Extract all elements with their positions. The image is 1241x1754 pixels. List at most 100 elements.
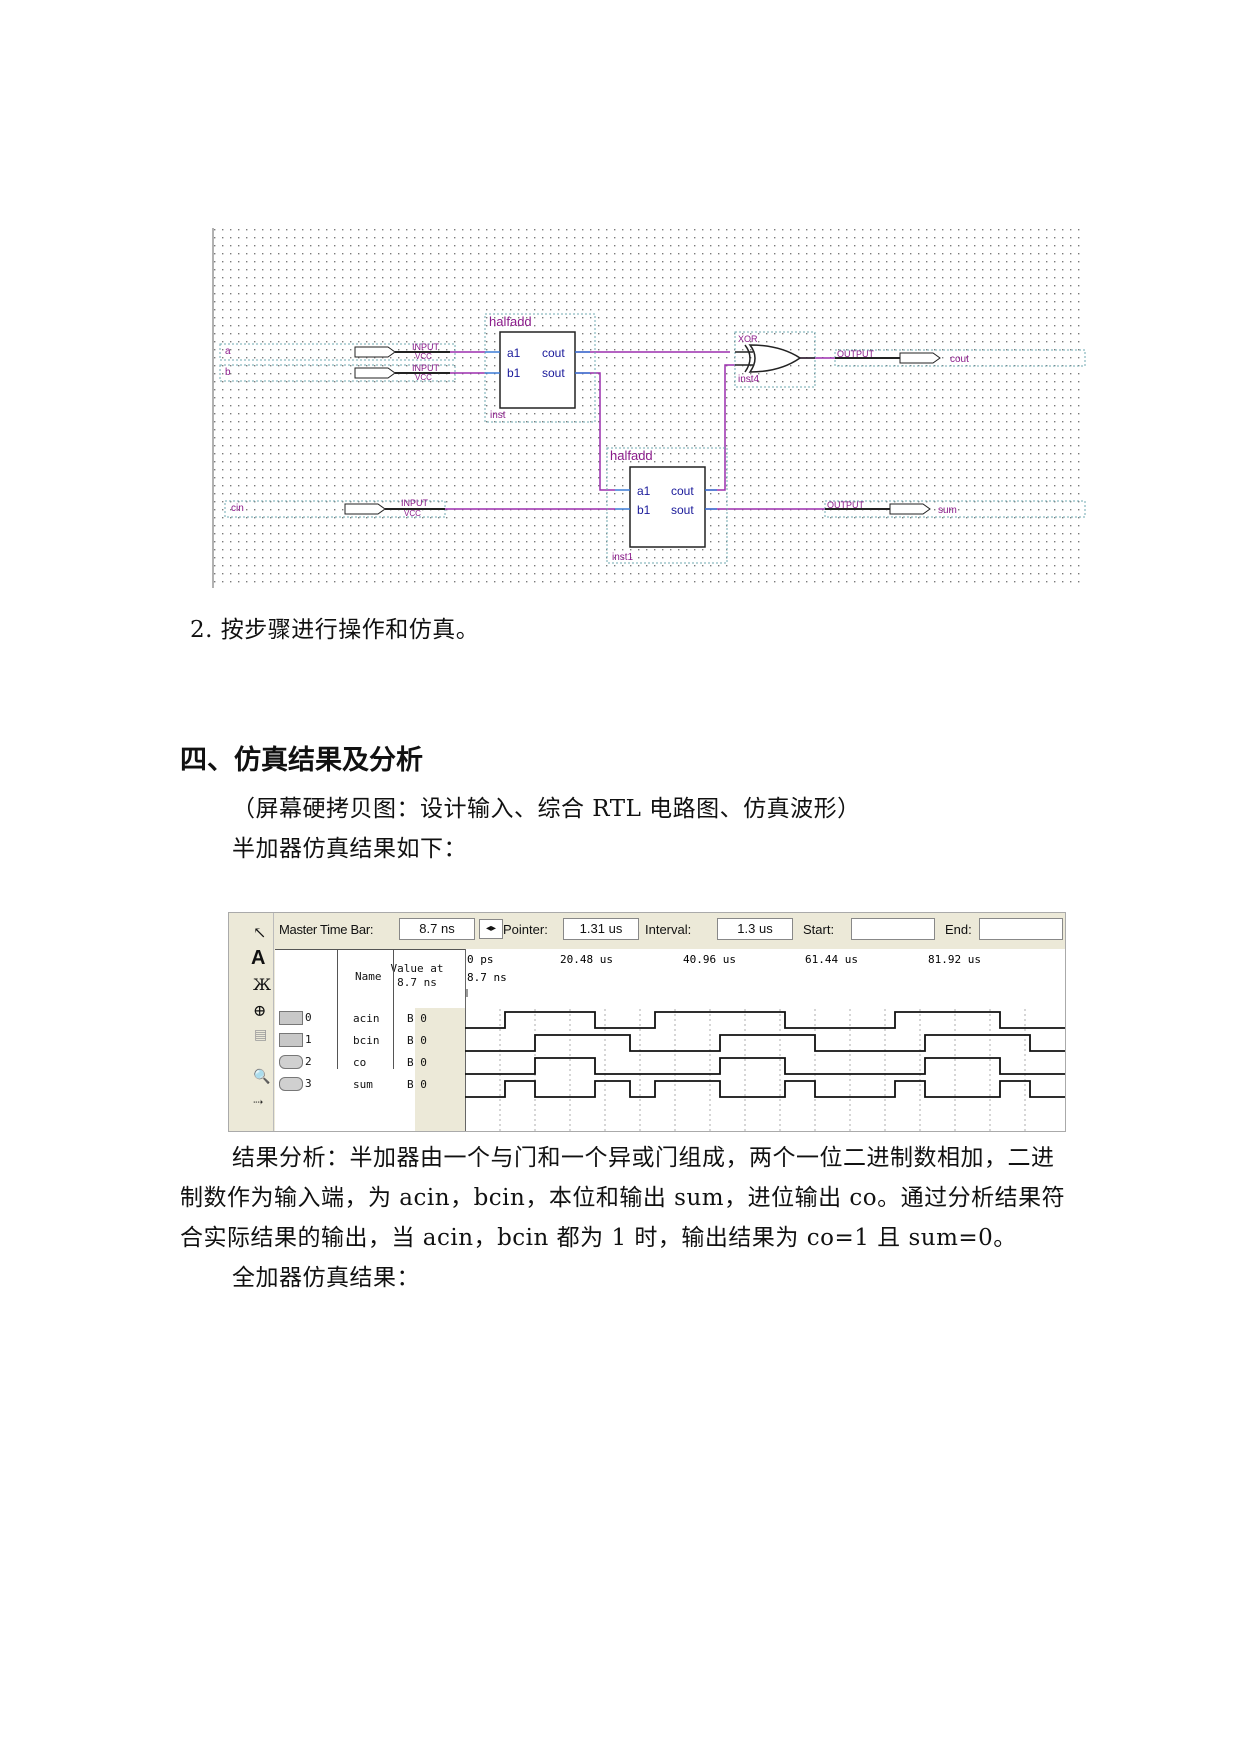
- pointer-tool-icon[interactable]: ↖: [253, 923, 267, 942]
- signal-value: B 0: [407, 1056, 427, 1069]
- master-time-bar-label: Master Time Bar:: [279, 922, 374, 937]
- start-label: Start:: [803, 922, 835, 937]
- input-b-vcc: VCC: [415, 373, 432, 382]
- waveform-edit-icon[interactable]: Ж: [253, 975, 271, 994]
- end-field[interactable]: [979, 918, 1063, 940]
- start-field[interactable]: [851, 918, 935, 940]
- time-ruler: 0 ps 20.48 us 40.96 us 61.44 us 81.92 us…: [466, 953, 981, 997]
- column-divider: [337, 949, 338, 1069]
- signal-name: acin: [353, 1012, 380, 1025]
- inst-port-sout: sout: [542, 366, 565, 380]
- inst-port-b1: b1: [507, 366, 521, 380]
- wave-toolbar: Master Time Bar: 8.7 ns ◂▸ Pointer: 1.31…: [273, 913, 1065, 943]
- input-pin-icon: [279, 1011, 303, 1025]
- signal-index: 1: [305, 1033, 312, 1046]
- input-a-vcc: VCC: [415, 352, 432, 361]
- end-label: End:: [945, 922, 972, 937]
- value-at-label: Value at: [390, 962, 444, 975]
- xor-inst-label: inst4: [738, 374, 760, 385]
- interval-label: Interval:: [645, 922, 692, 937]
- bcin-waveform: [465, 1034, 1065, 1052]
- text-tool-icon[interactable]: A: [251, 947, 266, 969]
- signal-value: B 0: [407, 1034, 427, 1047]
- co-waveform: [465, 1057, 1065, 1075]
- inst1-port-cout: cout: [671, 484, 694, 498]
- inst1-port-b1: b1: [637, 503, 651, 517]
- output-sum: OUTPUT sum: [824, 500, 1086, 518]
- input-cin: cin INPUT VCC: [224, 498, 446, 518]
- xor-label: XOR: [738, 334, 758, 344]
- signal-name: sum: [353, 1078, 373, 1091]
- find-next-icon[interactable]: ⇢: [253, 1095, 264, 1109]
- tool-column: ↖ A Ж ⊕ ▤ 🔍 ⇢: [229, 913, 274, 1131]
- find-icon[interactable]: 🔍: [253, 1069, 271, 1085]
- halfadd-inst1-title: halfadd: [610, 448, 653, 463]
- pointer-label: Pointer:: [503, 922, 548, 937]
- input-a-label: a: [225, 346, 231, 357]
- inst-label: inst: [490, 410, 506, 421]
- output-cout: OUTPUT cout: [834, 349, 1086, 367]
- master-time-bar-field[interactable]: 8.7 ns: [399, 918, 475, 940]
- time-tick: 20.48 us: [560, 953, 613, 966]
- halfadd-block-inst: halfadd a1 b1 cout sout inst: [484, 313, 596, 423]
- signal-index: 0: [305, 1011, 312, 1024]
- halfadd-inst-title: halfadd: [489, 314, 532, 329]
- signal-row[interactable]: 2 co B 0: [275, 1051, 427, 1073]
- input-a: a INPUT VCC: [219, 342, 456, 361]
- halfadd-block-inst1: halfadd a1 b1 cout sout inst1: [606, 447, 728, 564]
- time-tick: 40.96 us: [683, 953, 736, 966]
- signal-row[interactable]: 1 bcin B 0: [275, 1029, 427, 1051]
- section-title: 四、仿真结果及分析: [180, 745, 423, 776]
- time-tick: 81.92 us: [928, 953, 981, 966]
- inst-port-cout: cout: [542, 346, 565, 360]
- input-b: b INPUT VCC: [219, 363, 456, 382]
- input-cin-vcc: VCC: [404, 509, 421, 518]
- analysis-line-2: 制数作为输入端，为 acin，bcin，本位和输出 sum，进位输出 co。通过…: [180, 1185, 1066, 1211]
- analysis-line-1: 结果分析：半加器由一个与门和一个异或门组成，两个一位二进制数相加，二进: [232, 1145, 1055, 1171]
- schematic-diagram: a INPUT VCC b INPUT VCC cin INPUT VCC ha…: [212, 228, 1086, 588]
- output-pin-icon: [279, 1077, 303, 1091]
- inst1-port-a1: a1: [637, 484, 651, 498]
- input-b-label: b: [225, 367, 231, 378]
- half-adder-intro: 半加器仿真结果如下：: [232, 836, 467, 862]
- note-text: （屏幕硬拷贝图：设计输入、综合 RTL 电路图、仿真波形）: [232, 796, 861, 822]
- cursor-label: 8.7 ns: [467, 971, 507, 984]
- input-pin-icon: [279, 1033, 303, 1047]
- input-cin-type: INPUT: [401, 498, 429, 508]
- signal-name: co: [353, 1056, 367, 1069]
- signal-index: 3: [305, 1077, 312, 1090]
- xor-gate: XOR inst4: [734, 331, 816, 388]
- inst-port-a1: a1: [507, 346, 521, 360]
- zoom-tool-icon[interactable]: ⊕: [253, 1001, 267, 1020]
- waveform-plot: 0 ps 20.48 us 40.96 us 61.44 us 81.92 us…: [465, 949, 1065, 1131]
- value-column-header: Value at 8.7 ns: [387, 962, 447, 990]
- signal-row[interactable]: 0 acin B 0: [275, 1007, 427, 1029]
- time-tick: 61.44 us: [805, 953, 858, 966]
- signal-value: B 0: [407, 1012, 427, 1025]
- inst1-port-sout: sout: [671, 503, 694, 517]
- value-at-time: 8.7 ns: [397, 976, 437, 989]
- copy-icon[interactable]: ▤: [254, 1027, 268, 1043]
- input-a-type: INPUT: [412, 342, 440, 352]
- analysis-line-3: 合实际结果的输出，当 acin，bcin 都为 1 时，输出结果为 co=1 且…: [180, 1225, 1017, 1251]
- signal-index: 2: [305, 1055, 312, 1068]
- signal-name: bcin: [353, 1034, 380, 1047]
- full-adder-intro: 全加器仿真结果：: [232, 1265, 420, 1291]
- column-divider: [393, 949, 394, 1069]
- waveform-window: ↖ A Ж ⊕ ▤ 🔍 ⇢ Master Time Bar: 8.7 ns ◂▸…: [228, 912, 1066, 1132]
- signal-rows: 0 acin B 0 1 bcin B 0 2 co B 0 3 sum B 0: [275, 1007, 427, 1131]
- time-tick: 0 ps: [467, 953, 494, 966]
- name-column-header: Name: [355, 970, 382, 983]
- pointer-field[interactable]: 1.31 us: [563, 918, 639, 940]
- input-cin-label: cin: [231, 503, 244, 514]
- interval-field[interactable]: 1.3 us: [717, 918, 793, 940]
- input-b-type: INPUT: [412, 363, 440, 373]
- acin-waveform: [465, 1011, 1065, 1029]
- sum-waveform: [465, 1080, 1065, 1098]
- output-cout-label: cout: [950, 354, 969, 365]
- signal-row[interactable]: 3 sum B 0: [275, 1073, 427, 1095]
- output-cout-type: OUTPUT: [837, 349, 875, 359]
- output-sum-type: OUTPUT: [827, 500, 865, 510]
- inst1-label: inst1: [612, 552, 634, 563]
- time-bar-arrows[interactable]: ◂▸: [479, 919, 503, 939]
